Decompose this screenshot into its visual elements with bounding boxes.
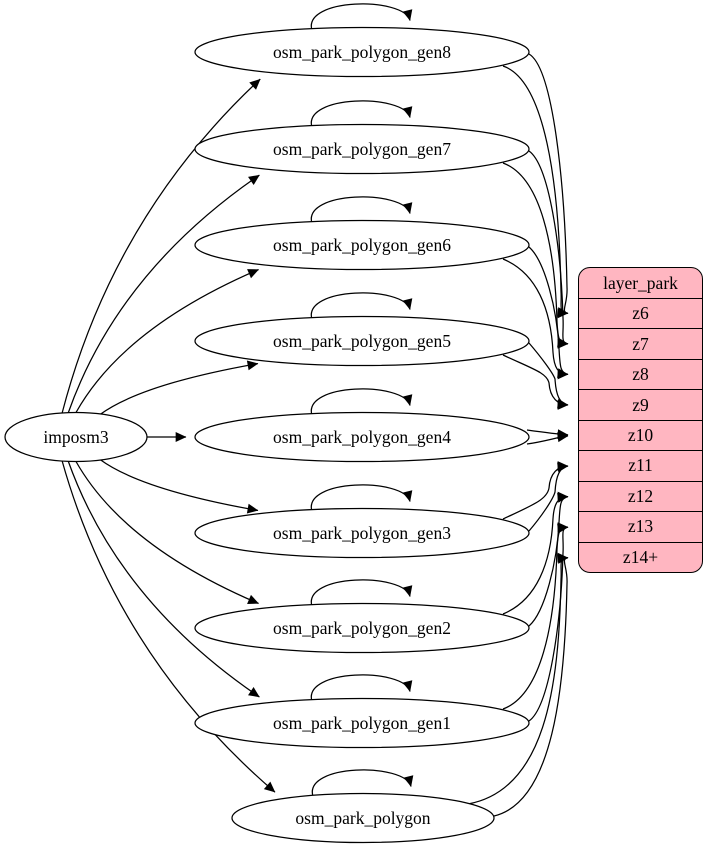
edge-imposm3-to-osm-park-polygon-gen2 [75,461,259,605]
table-node-osm-park-polygon-gen3 [194,507,530,559]
source-node-imposm3 [4,411,148,463]
edge-imposm3-to-osm-park-polygon-gen3 [99,458,259,514]
edge-osm-park-polygon-gen2-to-z12 [502,491,569,615]
edge-osm-park-polygon-gen4-to-z10 [526,432,569,445]
self-loop-osm-park-polygon-gen3 [310,484,413,512]
edge-osm-park-polygon-gen8-to-z6 [502,65,569,319]
edge-osm-park-polygon-gen7-to-z7 [502,162,569,349]
table-node-osm-park-polygon-gen2 [194,602,530,654]
self-loop-osm-park-polygon-gen1 [310,674,413,702]
layer-table-header: layer_park [579,268,702,299]
edge-imposm3-to-osm-park-polygon-gen7 [67,174,260,414]
edge-osm-park-polygon-gen3-to-z11 [528,462,569,532]
edge-osm-park-polygon-gen3-to-z11 [502,461,569,520]
table-node-osm-park-polygon-gen4 [194,411,530,463]
table-node-osm-park-polygon-gen8 [194,26,530,78]
layer-table-row-z13: z13 [579,512,702,543]
edge-osm-park-polygon-gen5-to-z9 [502,354,569,410]
edge-imposm3-to-osm-park-polygon-gen6 [75,268,259,413]
table-node-osm-park-polygon [231,792,495,844]
edge-osm-park-polygon-gen4-to-z10 [526,429,569,440]
edge-osm-park-polygon-to-z14plus [493,554,569,817]
layer-table-row-z9: z9 [579,390,702,421]
edge-imposm3-to-osm-park-polygon-gen8 [61,78,261,414]
edge-osm-park-polygon-gen1-to-z13 [502,522,569,710]
table-node-osm-park-polygon-gen1 [194,697,530,749]
layer-table-row-z7: z7 [579,329,702,360]
edge-imposm3-to-osm-park-polygon-gen1 [67,460,260,698]
self-loop-osm-park-polygon-gen4 [310,388,413,416]
self-loop-osm-park-polygon-gen8 [310,3,413,31]
self-loop-osm-park-polygon-gen6 [310,196,413,224]
layer-table-row-z11: z11 [579,451,702,482]
edge-osm-park-polygon-gen6-to-z8 [502,258,569,380]
table-node-osm-park-polygon-gen6 [194,219,530,271]
layer-table-row-z10: z10 [579,421,702,452]
layer-table-row-z6: z6 [579,299,702,330]
edge-osm-park-polygon-gen1-to-z13 [528,523,569,722]
layer-table-row-z12: z12 [579,482,702,513]
self-loop-osm-park-polygon-gen2 [310,579,413,607]
layer-table-row-z14plus: z14+ [622,546,659,567]
edge-imposm3-to-osm-park-polygon [61,460,276,793]
table-node-osm-park-polygon-gen5 [194,315,530,367]
edge-osm-park-polygon-gen7-to-z7 [528,150,569,348]
self-loop-osm-park-polygon-gen5 [310,292,413,320]
self-loop-osm-park-polygon [311,769,414,797]
edge-osm-park-polygon-gen8-to-z6 [528,53,569,317]
layer-table-row-z8: z8 [579,360,702,391]
edge-imposm3-to-osm-park-polygon-gen5 [99,360,259,416]
self-loop-osm-park-polygon-gen7 [310,100,413,128]
edge-osm-park-polygon-to-z14plus [467,552,569,805]
table-node-osm-park-polygon-gen7 [194,123,530,175]
